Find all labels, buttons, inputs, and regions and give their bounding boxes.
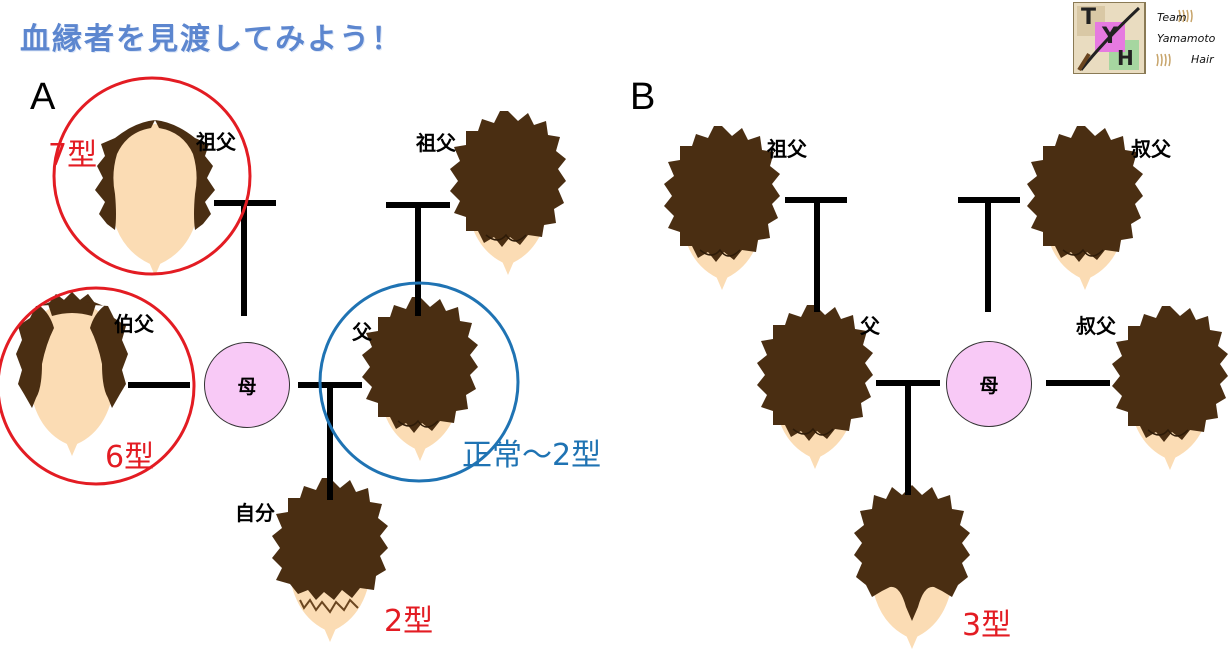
a-self-label: 自分 xyxy=(235,501,275,525)
b-uncle-top-head-icon xyxy=(1026,125,1144,291)
logo-line-yamamoto: Yamamoto xyxy=(1157,32,1216,45)
grandfather-right-head-icon xyxy=(449,110,567,276)
logo-letter-h: H xyxy=(1117,46,1134,70)
panel-a-label: A xyxy=(30,76,56,118)
logo-mark-icon xyxy=(1073,2,1193,74)
b-uncle-right-head-icon xyxy=(1111,305,1229,471)
logo-line-hair: Hair xyxy=(1191,53,1214,66)
a-normal-type2-label: 正常～2型 xyxy=(462,438,602,473)
type6-highlight-circle xyxy=(0,286,196,486)
b-father-label: 父 xyxy=(860,314,880,338)
panel-a-connectors xyxy=(128,200,450,500)
team-logo: T Y H Team Yamamoto Hair xyxy=(1073,2,1215,74)
b-mother-node: 母 xyxy=(946,341,1032,427)
self-head-icon xyxy=(271,477,389,643)
a-mother-node: 母 xyxy=(204,342,290,428)
panel-b-label: B xyxy=(630,76,656,118)
a-grandfather-right-label: 祖父 xyxy=(416,131,456,155)
b-grandfather-head-icon xyxy=(663,125,781,291)
father-head-icon xyxy=(361,296,479,462)
a-grandfather-left-label: 祖父 xyxy=(196,130,236,154)
b-type3-label: 3型 xyxy=(962,608,1012,643)
logo-letter-t: T xyxy=(1081,5,1097,30)
a-father-label: 父 xyxy=(352,320,372,344)
b-grandfather-label: 祖父 xyxy=(767,137,807,161)
logo-line-team: Team xyxy=(1157,11,1187,24)
panel-a-highlight-circles xyxy=(0,76,520,486)
a-type2-label: 2型 xyxy=(384,604,434,639)
logo-letter-y: Y xyxy=(1102,24,1118,49)
panel-a-figures xyxy=(16,110,567,643)
a-type7-label: 7型 xyxy=(48,138,98,173)
b-child-head-icon xyxy=(854,485,970,649)
a-uncle-label: 伯父 xyxy=(114,312,154,336)
b-uncle-right-label: 叔父 xyxy=(1076,314,1116,338)
a-type6-label: 6型 xyxy=(105,440,155,475)
slide-title: 血縁者を見渡してみよう！ xyxy=(20,22,404,57)
b-father-head-icon xyxy=(756,304,874,470)
panel-b-connectors xyxy=(785,197,1110,495)
b-uncle-top-label: 叔父 xyxy=(1131,137,1171,161)
normal-highlight-circle xyxy=(318,281,520,483)
type7-highlight-circle xyxy=(52,76,252,276)
